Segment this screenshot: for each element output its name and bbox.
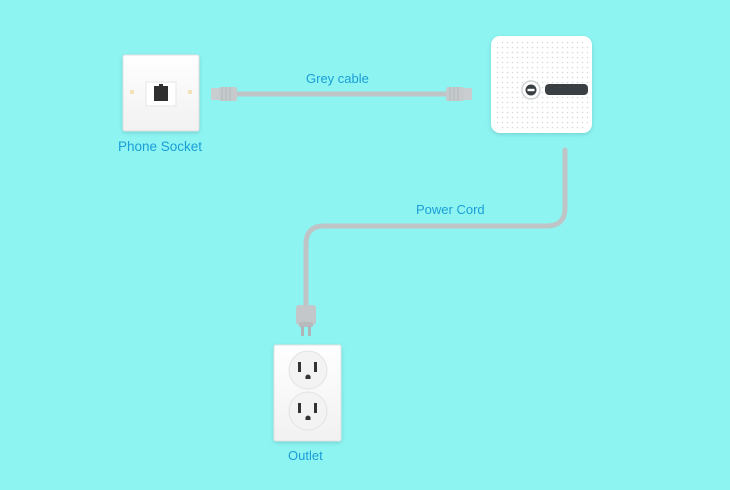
outlet-receptacle-bottom — [288, 391, 328, 431]
grey-cable-label: Grey cable — [306, 71, 369, 86]
logo-icon — [521, 80, 541, 100]
outlet-label: Outlet — [288, 448, 323, 463]
power-cord — [296, 147, 568, 336]
phone-socket-icon — [122, 54, 200, 132]
grey-cable-right-connector — [446, 87, 472, 101]
power-cord-label: Power Cord — [416, 202, 485, 217]
outlet-receptacle-top — [288, 350, 328, 390]
phone-socket-label: Phone Socket — [118, 139, 203, 154]
power-plug-icon — [296, 305, 316, 336]
duplex-outlet-icon — [273, 344, 342, 442]
grey-cable — [211, 87, 472, 101]
device-status-slot — [545, 84, 588, 95]
grey-cable-left-connector — [211, 87, 237, 101]
router-box-icon — [491, 36, 592, 133]
